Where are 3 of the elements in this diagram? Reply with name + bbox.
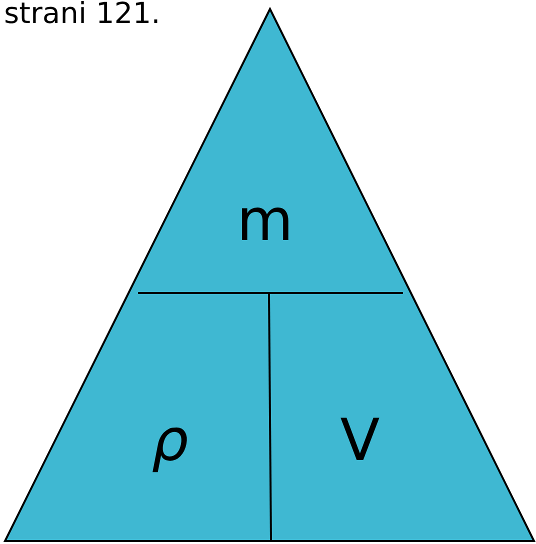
formula-symbol: m — [236, 191, 294, 249]
text-fragment: strani 121. — [4, 0, 160, 31]
formula-symbol: V — [340, 411, 380, 469]
